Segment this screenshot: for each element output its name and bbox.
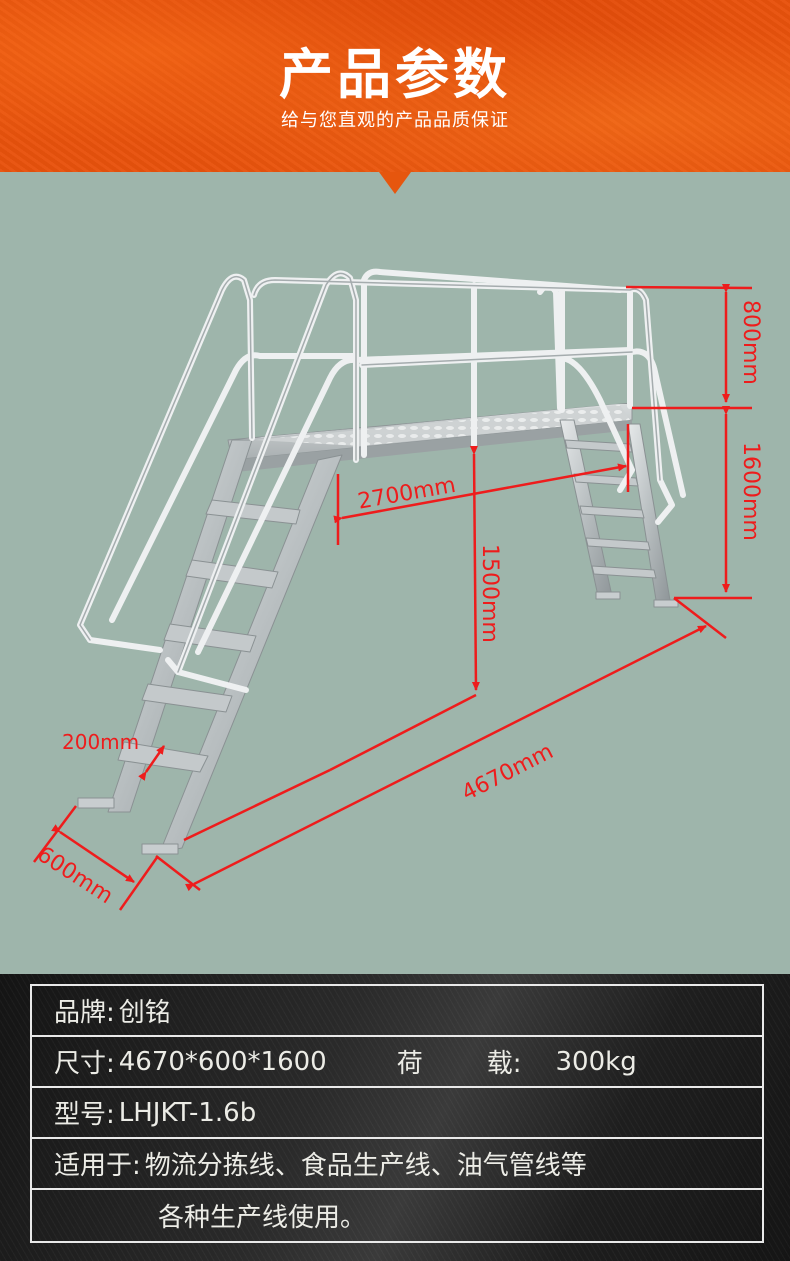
model-value: LHJKT-1.6b (118, 1097, 257, 1128)
ladder-illustration (33, 268, 753, 911)
spec-row-brand: 品牌: 创铭 (32, 986, 762, 1037)
spec-row-model: 型号: LHJKT-1.6b (32, 1088, 762, 1139)
brand-label: 品牌: (54, 998, 115, 1028)
size-label: 尺寸: (54, 1049, 115, 1079)
spec-row-usage: 适用于: 物流分拣线、食品生产线、油气管线等 (32, 1139, 762, 1190)
dimension-lines (33, 284, 753, 911)
brand-value: 创铭 (118, 998, 171, 1028)
usage-label: 适用于: (54, 1151, 141, 1181)
usage-value-line2: 各种生产线使用。 (158, 1203, 367, 1233)
spec-panel: 品牌: 创铭 尺寸: 4670*600*1600 荷 载: 300kg 型号: … (0, 974, 790, 1261)
dim-clearance-height: 1500mm (477, 544, 502, 643)
header-banner: 产品参数 给与您直观的产品品质保证 (0, 0, 790, 172)
product-diagram: 800mm 1600mm 2700mm 1500mm 4670mm 200mm … (0, 172, 790, 974)
load-value: 300kg (555, 1046, 637, 1077)
usage-value-line1: 物流分拣线、食品生产线、油气管线等 (144, 1151, 587, 1181)
dim-step-spacing: 200mm (62, 730, 140, 754)
model-label: 型号: (54, 1100, 115, 1130)
page-subtitle: 给与您直观的产品品质保证 (281, 110, 509, 131)
banner-pointer (379, 172, 411, 194)
load-label-a: 荷 (396, 1049, 423, 1079)
dim-guardrail-height: 800mm (738, 300, 763, 385)
page-title: 产品参数 (279, 43, 511, 106)
spec-row-size: 尺寸: 4670*600*1600 荷 载: 300kg (32, 1037, 762, 1088)
spec-table: 品牌: 创铭 尺寸: 4670*600*1600 荷 载: 300kg 型号: … (30, 984, 764, 1243)
size-value: 4670*600*1600 (118, 1046, 327, 1077)
load-label-b: 载: (486, 1049, 522, 1079)
spec-row-usage-cont: 各种生产线使用。 (32, 1190, 762, 1241)
dim-platform-height: 1600mm (738, 442, 763, 541)
ladder-structure (77, 268, 686, 855)
